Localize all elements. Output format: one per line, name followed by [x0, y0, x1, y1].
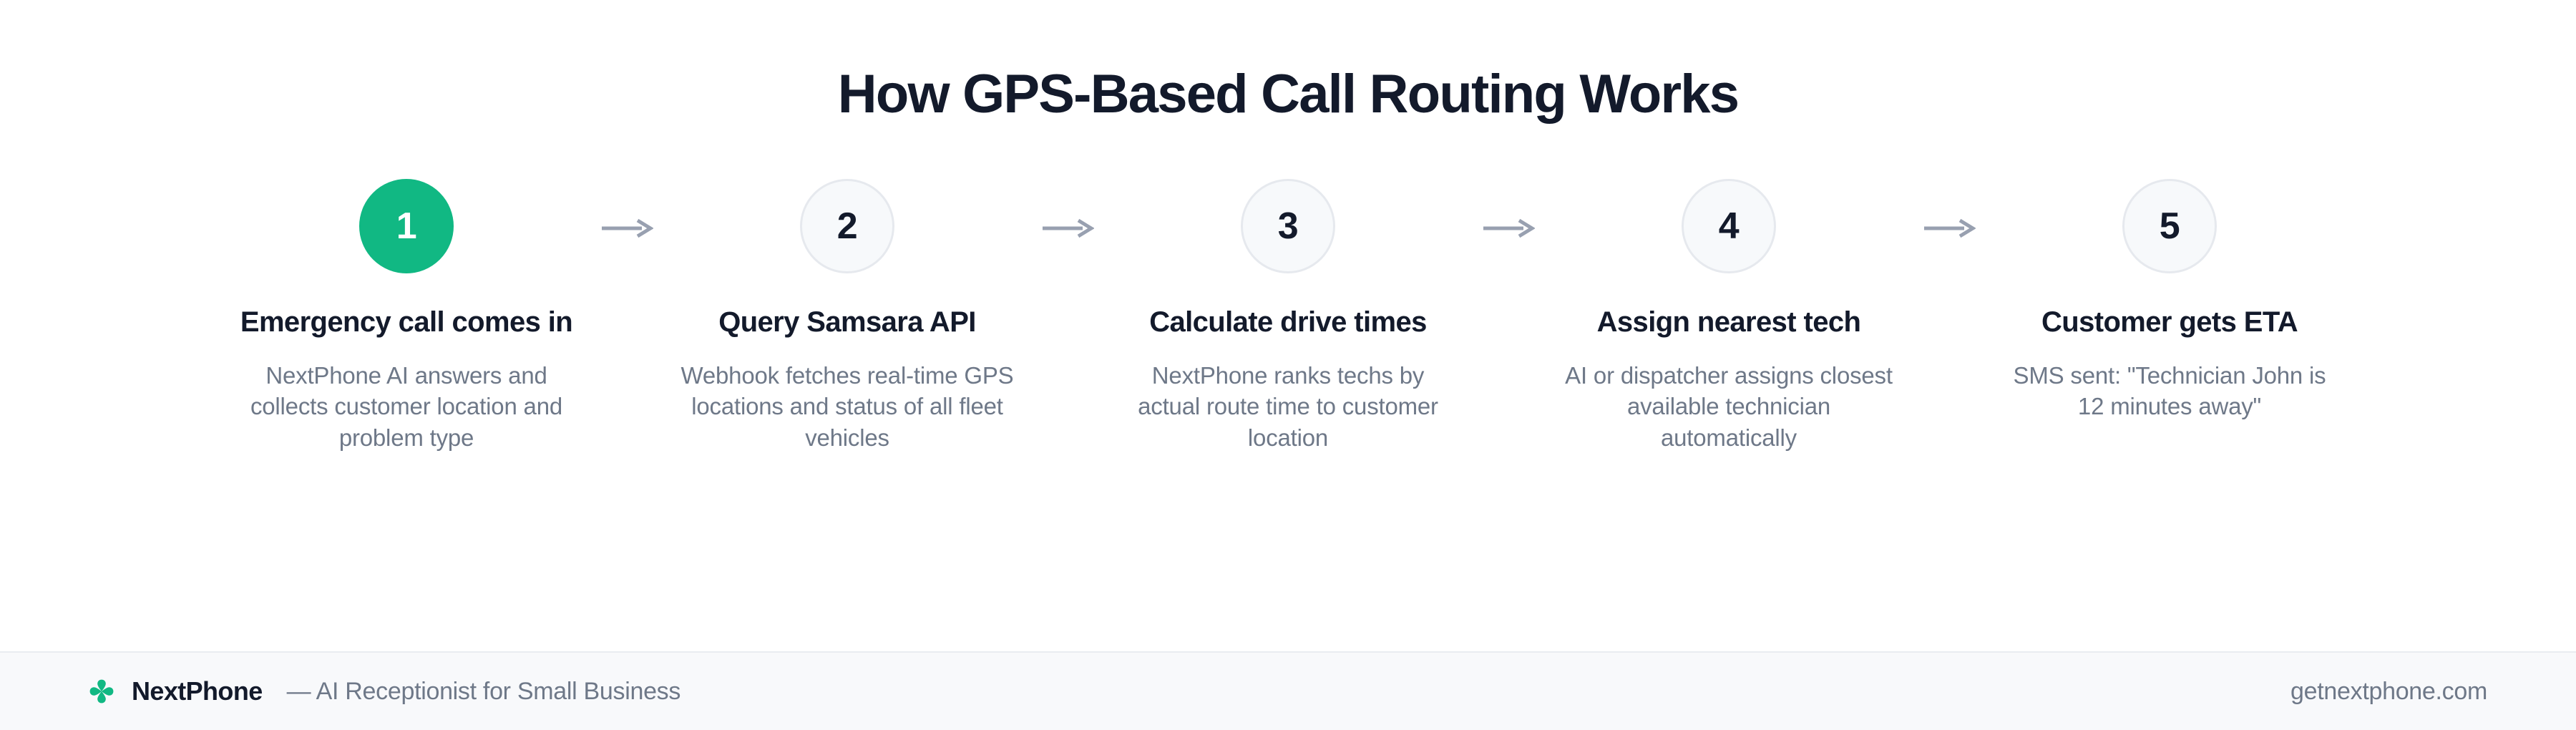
step-number-badge-3: 3 [1241, 178, 1335, 273]
connector-1-to-2 [582, 179, 672, 239]
page-title: How GPS-Based Call Routing Works [837, 64, 1740, 125]
footer-website-url[interactable]: getnextphone.com [2290, 677, 2487, 705]
title-section: How GPS-Based Call Routing Works [0, 0, 2576, 123]
step-number-badge-5: 5 [2122, 178, 2217, 273]
steps-section: 1 Emergency call comes in NextPhone AI a… [0, 123, 2576, 651]
step-description-5: SMS sent: "Technician John is 12 minutes… [2013, 361, 2326, 420]
process-step-4[interactable]: 4 Assign nearest tech AI or dispatcher a… [1553, 178, 1904, 454]
process-flow: 1 Emergency call comes in NextPhone AI a… [215, 178, 2361, 454]
step-title-4: Assign nearest tech [1596, 306, 1861, 338]
process-step-1[interactable]: 1 Emergency call comes in NextPhone AI a… [231, 178, 582, 454]
connector-3-to-4 [1463, 179, 1553, 239]
step-title-3: Calculate drive times [1149, 306, 1427, 338]
connector-2-to-3 [1023, 179, 1113, 239]
process-step-3[interactable]: 3 Calculate drive times NextPhone ranks … [1113, 178, 1463, 454]
step-description-3: NextPhone ranks techs by actual route ti… [1138, 361, 1438, 452]
step-description-2: Webhook fetches real-time GPS locations … [680, 361, 1014, 452]
step-number-badge-1: 1 [359, 178, 454, 273]
step-description-4: AI or dispatcher assigns closest availab… [1565, 361, 1893, 452]
arrow-right-icon [1483, 218, 1535, 238]
arrow-right-icon [1043, 218, 1094, 238]
process-step-5[interactable]: 5 Customer gets ETA SMS sent: "Technicia… [1994, 178, 2345, 423]
connector-4-to-5 [1904, 179, 1994, 239]
step-title-5: Customer gets ETA [2041, 306, 2298, 338]
footer-bar: NextPhone — AI Receptionist for Small Bu… [0, 651, 2576, 730]
brand-name: NextPhone [132, 676, 263, 706]
clover-logo-icon [89, 679, 114, 704]
step-title-1: Emergency call comes in [240, 306, 573, 338]
step-number-badge-4: 4 [1682, 178, 1776, 273]
arrow-right-icon [1924, 218, 1976, 238]
step-description-1: NextPhone AI answers and collects custom… [250, 361, 563, 452]
footer-brand-group: NextPhone — AI Receptionist for Small Bu… [89, 676, 680, 706]
step-title-2: Query Samsara API [718, 306, 976, 338]
brand-tagline: — AI Receptionist for Small Business [286, 677, 681, 705]
step-number-badge-2: 2 [800, 178, 894, 273]
process-step-2[interactable]: 2 Query Samsara API Webhook fetches real… [672, 178, 1023, 454]
arrow-right-icon [602, 218, 653, 238]
